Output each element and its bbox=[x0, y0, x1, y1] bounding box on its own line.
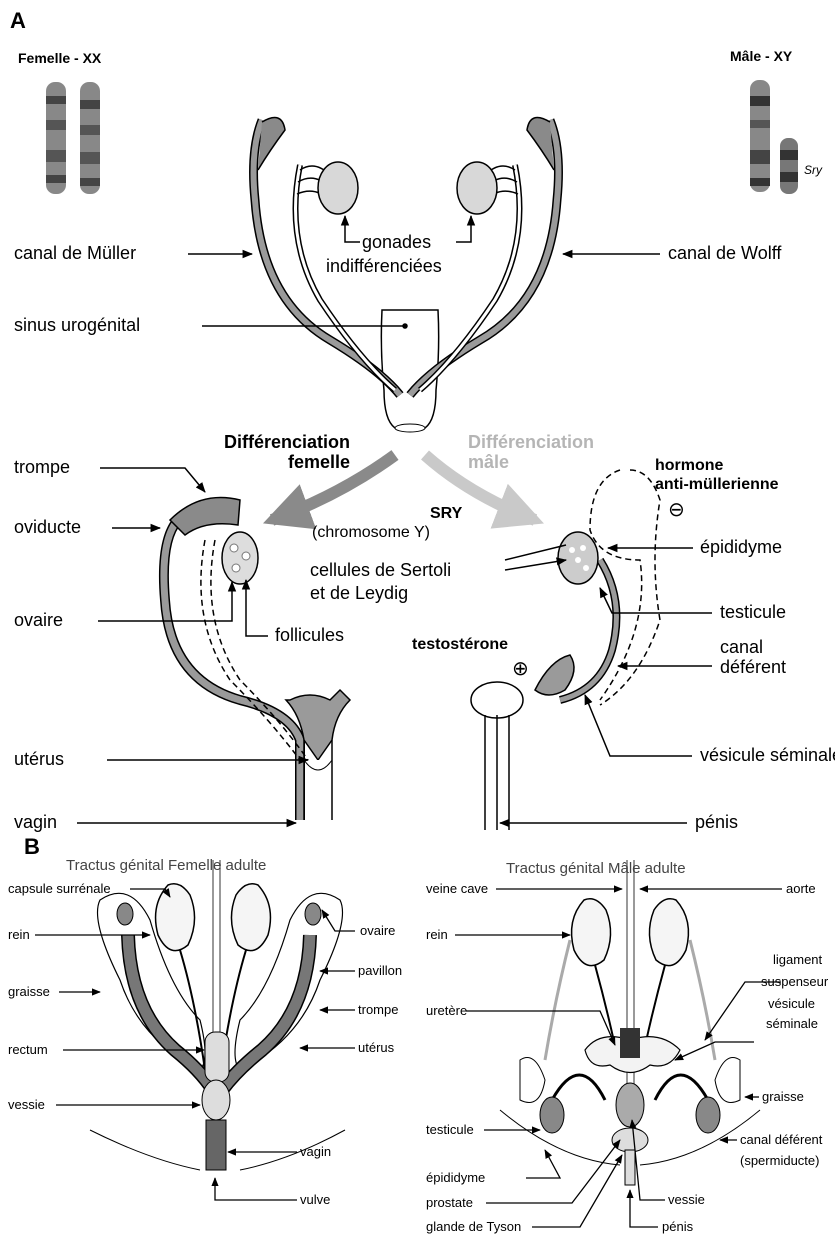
b-canal-deferent-label-1: canal déférent bbox=[740, 1132, 822, 1147]
b-capsule-label: capsule surrénale bbox=[8, 881, 111, 896]
male-adult-title: Tractus génital Mâle adulte bbox=[506, 860, 686, 877]
b-epididyme-label: épididyme bbox=[426, 1170, 485, 1185]
female-tract-a bbox=[164, 498, 350, 821]
b-vesicule-label-1: vésicule bbox=[768, 996, 815, 1011]
b-rein-f-label: rein bbox=[8, 927, 30, 942]
panel-b-letter: B bbox=[24, 834, 40, 860]
sertoli-label-1: cellules de Sertoli bbox=[310, 560, 451, 581]
b-penis-label: pénis bbox=[662, 1219, 693, 1234]
b-ligament-label-1: ligament bbox=[773, 952, 822, 967]
oviducte-label: oviducte bbox=[14, 517, 81, 538]
male-karyotype-label: Mâle - XY bbox=[730, 48, 792, 64]
sertoli-label-2: et de Leydig bbox=[310, 583, 408, 604]
b-graisse-f-label: graisse bbox=[8, 984, 50, 999]
epididyme-label: épididyme bbox=[700, 537, 782, 558]
b-canal-deferent-label-2: (spermiducte) bbox=[740, 1153, 819, 1168]
b-vessie-m-label: vessie bbox=[668, 1192, 705, 1207]
panel-a-letter: A bbox=[10, 8, 26, 34]
b-ovaire-label: ovaire bbox=[360, 923, 395, 938]
b-rectum-label: rectum bbox=[8, 1042, 48, 1057]
sry-label: SRY bbox=[430, 505, 462, 523]
b-vesicule-label-2: séminale bbox=[766, 1016, 818, 1031]
b-uterus-label: utérus bbox=[358, 1040, 394, 1055]
b-vulve-label: vulve bbox=[300, 1192, 330, 1207]
chromosome-y-label: (chromosome Y) bbox=[312, 524, 430, 542]
female-diff-label-1: Différenciation bbox=[165, 432, 350, 453]
amh-label-1: hormone bbox=[655, 457, 723, 475]
female-adult-title: Tractus génital Femelle adulte bbox=[66, 857, 266, 874]
male-tract-b bbox=[500, 860, 760, 1185]
vagin-label: vagin bbox=[14, 812, 57, 833]
female-tract-b bbox=[90, 860, 345, 1170]
gonads-label-2: indifférenciées bbox=[326, 256, 442, 277]
sry-gene-label: Sry bbox=[804, 163, 822, 177]
amh-label-2: anti-müllerienne bbox=[655, 476, 779, 494]
male-diff-label-2: mâle bbox=[468, 452, 509, 473]
testosterone-plus-sign: ⊕ bbox=[512, 656, 529, 681]
amh-minus-sign: ⊖ bbox=[668, 497, 685, 522]
female-diff-label-2: femelle bbox=[165, 452, 350, 473]
b-ureter-label: uretère bbox=[426, 1003, 467, 1018]
ovaire-label: ovaire bbox=[14, 610, 63, 631]
b-tyson-label: glande de Tyson bbox=[426, 1219, 521, 1234]
male-diff-label-1: Différenciation bbox=[468, 432, 594, 453]
testicule-label: testicule bbox=[720, 602, 786, 623]
penis-label: pénis bbox=[695, 812, 738, 833]
b-testicule-label: testicule bbox=[426, 1122, 474, 1137]
b-pavillon-label: pavillon bbox=[358, 963, 402, 978]
vesicule-label: vésicule séminale bbox=[700, 745, 835, 766]
muller-duct-label: canal de Müller bbox=[14, 243, 136, 264]
b-veine-cave-label: veine cave bbox=[426, 881, 488, 896]
b-ligament-label-2: suspenseur bbox=[761, 974, 828, 989]
gonads-label-1: gonades bbox=[362, 232, 431, 253]
female-karyotype-label: Femelle - XX bbox=[18, 50, 101, 66]
b-aorte-label: aorte bbox=[786, 881, 816, 896]
male-karyotype bbox=[750, 80, 798, 194]
wolff-duct-label: canal de Wolff bbox=[668, 243, 781, 264]
female-karyotype bbox=[46, 82, 100, 194]
b-prostate-label: prostate bbox=[426, 1195, 473, 1210]
canal-deferent-label-2: déférent bbox=[720, 657, 786, 678]
b-vessie-f-label: vessie bbox=[8, 1097, 45, 1112]
urogenital-sinus-label: sinus urogénital bbox=[14, 315, 140, 336]
b-vagin-label: vagin bbox=[300, 1144, 331, 1159]
canal-deferent-label-1: canal bbox=[720, 637, 763, 658]
b-trompe-label: trompe bbox=[358, 1002, 398, 1017]
uterus-label: utérus bbox=[14, 749, 64, 770]
trompe-label: trompe bbox=[14, 457, 70, 478]
b-rein-m-label: rein bbox=[426, 927, 448, 942]
testosterone-label: testostérone bbox=[412, 636, 508, 654]
b-graisse-m-label: graisse bbox=[762, 1089, 804, 1104]
follicules-label: follicules bbox=[275, 625, 344, 646]
